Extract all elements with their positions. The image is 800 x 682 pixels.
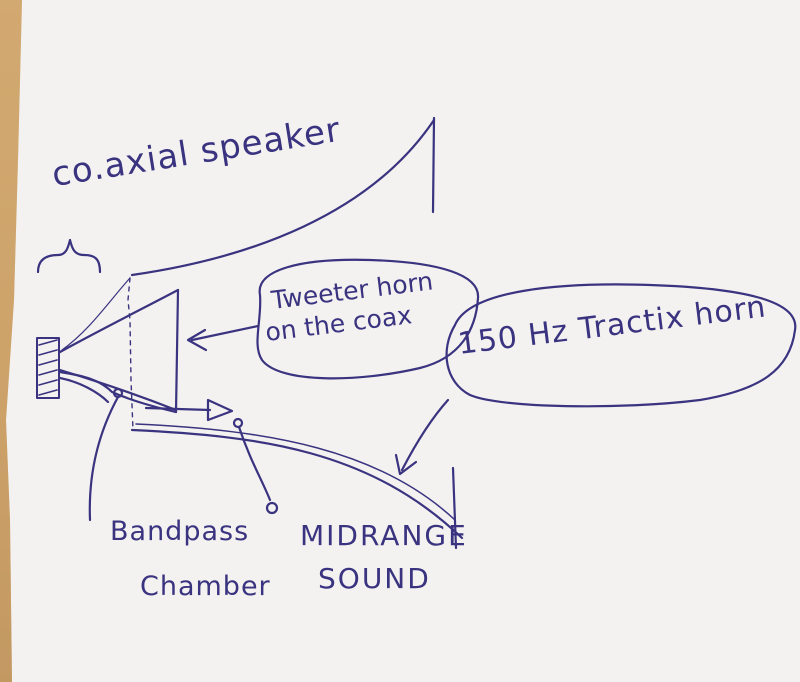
- tractix-bubble: [445, 283, 797, 408]
- driver-body: [36, 337, 60, 399]
- tractix-horn-side: [127, 277, 134, 431]
- tweeter-bubble: [256, 258, 480, 380]
- midrange-port-line: [237, 425, 272, 502]
- tractix-horn-mouth-bottom: [451, 466, 458, 550]
- chamber-line-1: [58, 370, 178, 414]
- driver-hatch: [38, 339, 58, 396]
- tweeter-arrow-line: [190, 324, 260, 342]
- tractix-horn-bottom-2: [135, 423, 456, 521]
- midrange-label-line1: MIDRANGE: [300, 519, 468, 552]
- tractix-horn-top: [130, 118, 436, 277]
- paper-shadow: [0, 0, 22, 682]
- chamber-port-line: [88, 395, 120, 522]
- midrange-end-dot: [265, 501, 279, 515]
- midrange-arrow-head: [206, 398, 234, 422]
- tweeter-horn-inner: [61, 277, 131, 351]
- midrange-label-line2: SOUND: [318, 562, 431, 595]
- tractix-arrow-line: [400, 398, 450, 472]
- paper-sheet: [6, 0, 800, 682]
- tweeter-horn-top: [58, 288, 180, 354]
- chamber-line-2: [58, 376, 110, 404]
- tweeter-arrow-head: [186, 328, 208, 352]
- bandpass-label-line2: Chamber: [140, 571, 271, 602]
- coaxial-brace: [36, 238, 102, 274]
- tractix-arrow-head: [394, 453, 418, 476]
- tractix-horn-mouth-top: [431, 116, 436, 214]
- tweeter-horn-mouth: [174, 288, 180, 414]
- tractix-horn-bottom: [130, 428, 464, 540]
- midrange-arrow-shaft: [144, 406, 212, 412]
- bandpass-label-line1: Bandpass: [110, 516, 250, 547]
